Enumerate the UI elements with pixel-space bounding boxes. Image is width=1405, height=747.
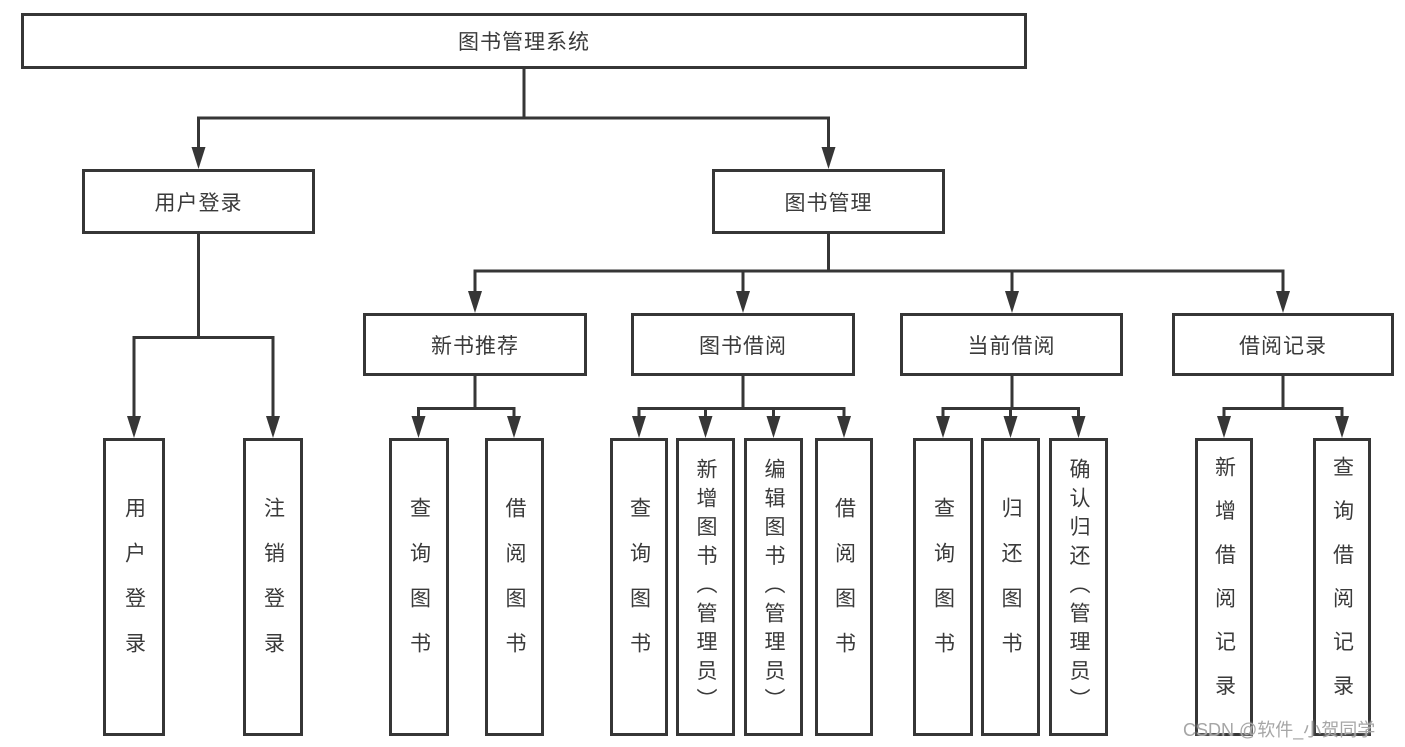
leaf-query-books-3: 查询图书 — [913, 438, 973, 736]
leaf-logout: 注销登录 — [243, 438, 303, 736]
leaf-return-books-label: 归还图书 — [999, 497, 1022, 677]
node-user-login-label: 用户登录 — [154, 191, 243, 215]
leaf-user-login: 用户登录 — [103, 438, 165, 736]
leaf-user-login-label: 用户登录 — [122, 497, 146, 677]
leaf-edit-books-admin: 编辑图书（管理员） — [744, 438, 803, 736]
node-borrow-records: 借阅记录 — [1172, 313, 1394, 376]
node-borrow-records-label: 借阅记录 — [1239, 334, 1327, 358]
node-new-book-recommend-label: 新书推荐 — [431, 334, 519, 358]
leaf-borrow-books-2: 借阅图书 — [815, 438, 873, 736]
leaf-logout-label: 注销登录 — [261, 497, 285, 677]
leaf-add-books-admin-label: 新增图书（管理员） — [694, 457, 717, 717]
leaf-add-borrow-record: 新增借阅记录 — [1195, 438, 1253, 736]
node-user-login: 用户登录 — [82, 169, 315, 234]
leaf-query-books-2-label: 查询图书 — [627, 497, 651, 677]
node-root-label: 图书管理系统 — [458, 31, 590, 54]
node-root: 图书管理系统 — [21, 13, 1027, 69]
leaf-query-books-1-label: 查询图书 — [407, 497, 431, 677]
leaf-edit-books-admin-label: 编辑图书（管理员） — [762, 457, 785, 717]
leaf-query-borrow-record: 查询借阅记录 — [1313, 438, 1371, 736]
leaf-return-books: 归还图书 — [981, 438, 1040, 736]
leaf-confirm-return-admin-label: 确认归还（管理员） — [1067, 457, 1090, 717]
leaf-borrow-books-1-label: 借阅图书 — [503, 497, 526, 677]
leaf-add-borrow-record-label: 新增借阅记录 — [1212, 456, 1236, 718]
leaf-query-books-1: 查询图书 — [389, 438, 449, 736]
node-current-borrow: 当前借阅 — [900, 313, 1123, 376]
leaf-add-books-admin: 新增图书（管理员） — [676, 438, 735, 736]
node-book-management-label: 图书管理 — [784, 191, 873, 215]
node-book-borrow-label: 图书借阅 — [699, 334, 787, 358]
leaf-borrow-books-2-label: 借阅图书 — [832, 497, 856, 677]
leaf-query-books-3-label: 查询图书 — [931, 497, 955, 677]
leaf-query-books-2: 查询图书 — [610, 438, 668, 736]
node-book-borrow: 图书借阅 — [631, 313, 855, 376]
node-new-book-recommend: 新书推荐 — [363, 313, 587, 376]
node-book-management: 图书管理 — [712, 169, 945, 234]
csdn-watermark: CSDN @软件_小贺同学 — [1183, 720, 1376, 740]
leaf-confirm-return-admin: 确认归还（管理员） — [1049, 438, 1108, 736]
leaf-query-borrow-record-label: 查询借阅记录 — [1330, 456, 1354, 718]
leaf-borrow-books-1: 借阅图书 — [485, 438, 544, 736]
node-current-borrow-label: 当前借阅 — [967, 334, 1056, 358]
